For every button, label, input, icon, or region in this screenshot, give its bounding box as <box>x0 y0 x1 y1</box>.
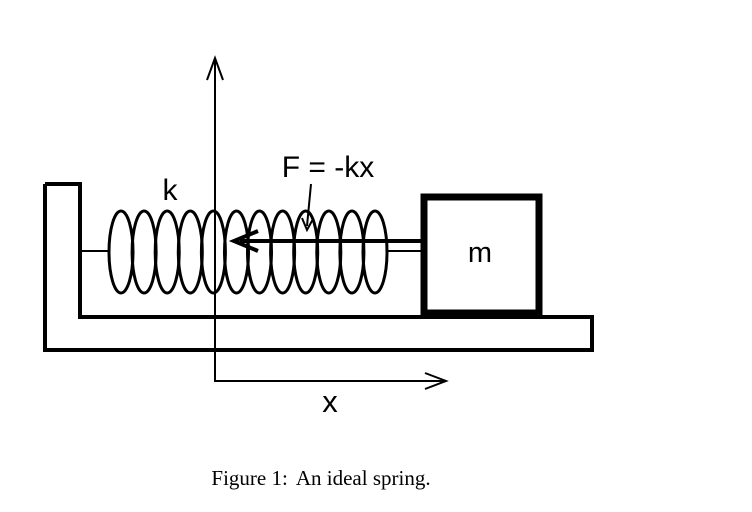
spring-coil-loop <box>107 209 135 295</box>
spring-coil-loop <box>223 209 250 295</box>
spring-coil-loop <box>176 209 204 295</box>
spring-coil <box>107 209 389 295</box>
figure-number: Figure 1: <box>211 466 288 490</box>
force-label-pointer-head <box>301 217 314 233</box>
force-equation-label: F = -kx <box>282 151 375 184</box>
x-axis-arrowhead <box>424 372 449 390</box>
spring-coil-loop <box>338 209 366 295</box>
spring-coil-loop <box>292 209 320 295</box>
spring-coil-loop <box>130 209 158 295</box>
spring-coil-loop <box>153 209 181 295</box>
spring-constant-label: k <box>163 174 179 207</box>
vertical-axis-arrowhead <box>206 55 224 81</box>
spring-coil-loop <box>269 209 297 295</box>
spring-coil-loop <box>199 209 227 295</box>
figure-caption: Figure 1: An ideal spring. <box>0 466 642 491</box>
mass-block <box>420 193 543 317</box>
force-arrow-head <box>228 229 259 253</box>
x-axis-label: x <box>322 384 338 419</box>
wall-and-floor <box>43 182 594 352</box>
mass-label: m <box>468 237 492 269</box>
spring-coil-loop <box>361 209 389 295</box>
spring-coil-loop <box>246 209 273 295</box>
spring-coil-loop <box>315 209 343 295</box>
force-label-pointer <box>306 183 312 227</box>
figure-caption-text: An ideal spring. <box>295 466 431 490</box>
